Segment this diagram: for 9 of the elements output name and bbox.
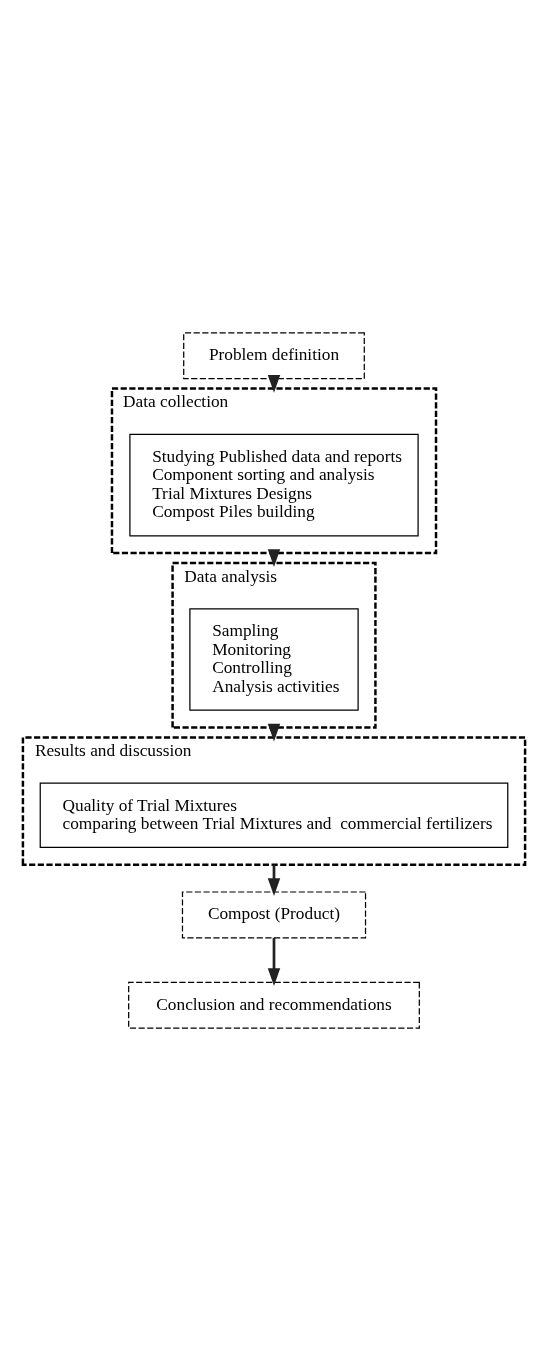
node-box: Conclusion and recommendations [128,981,420,1029]
arrow [267,374,281,393]
node-box: Quality of Trial Mixtures comparing between Trial Mixtures and commercial fertilizers [39,782,509,848]
arrow [267,723,281,741]
node-box: Studying Published data and reports Component sorting and analysis Trial Mixtures Designs Compost Piles building [129,433,419,536]
arrow [267,937,281,986]
arrow [267,548,281,567]
node-box: Sampling Monitoring Controlling Analysis activities [189,607,359,711]
node-box: Compost (Product) [181,890,367,938]
